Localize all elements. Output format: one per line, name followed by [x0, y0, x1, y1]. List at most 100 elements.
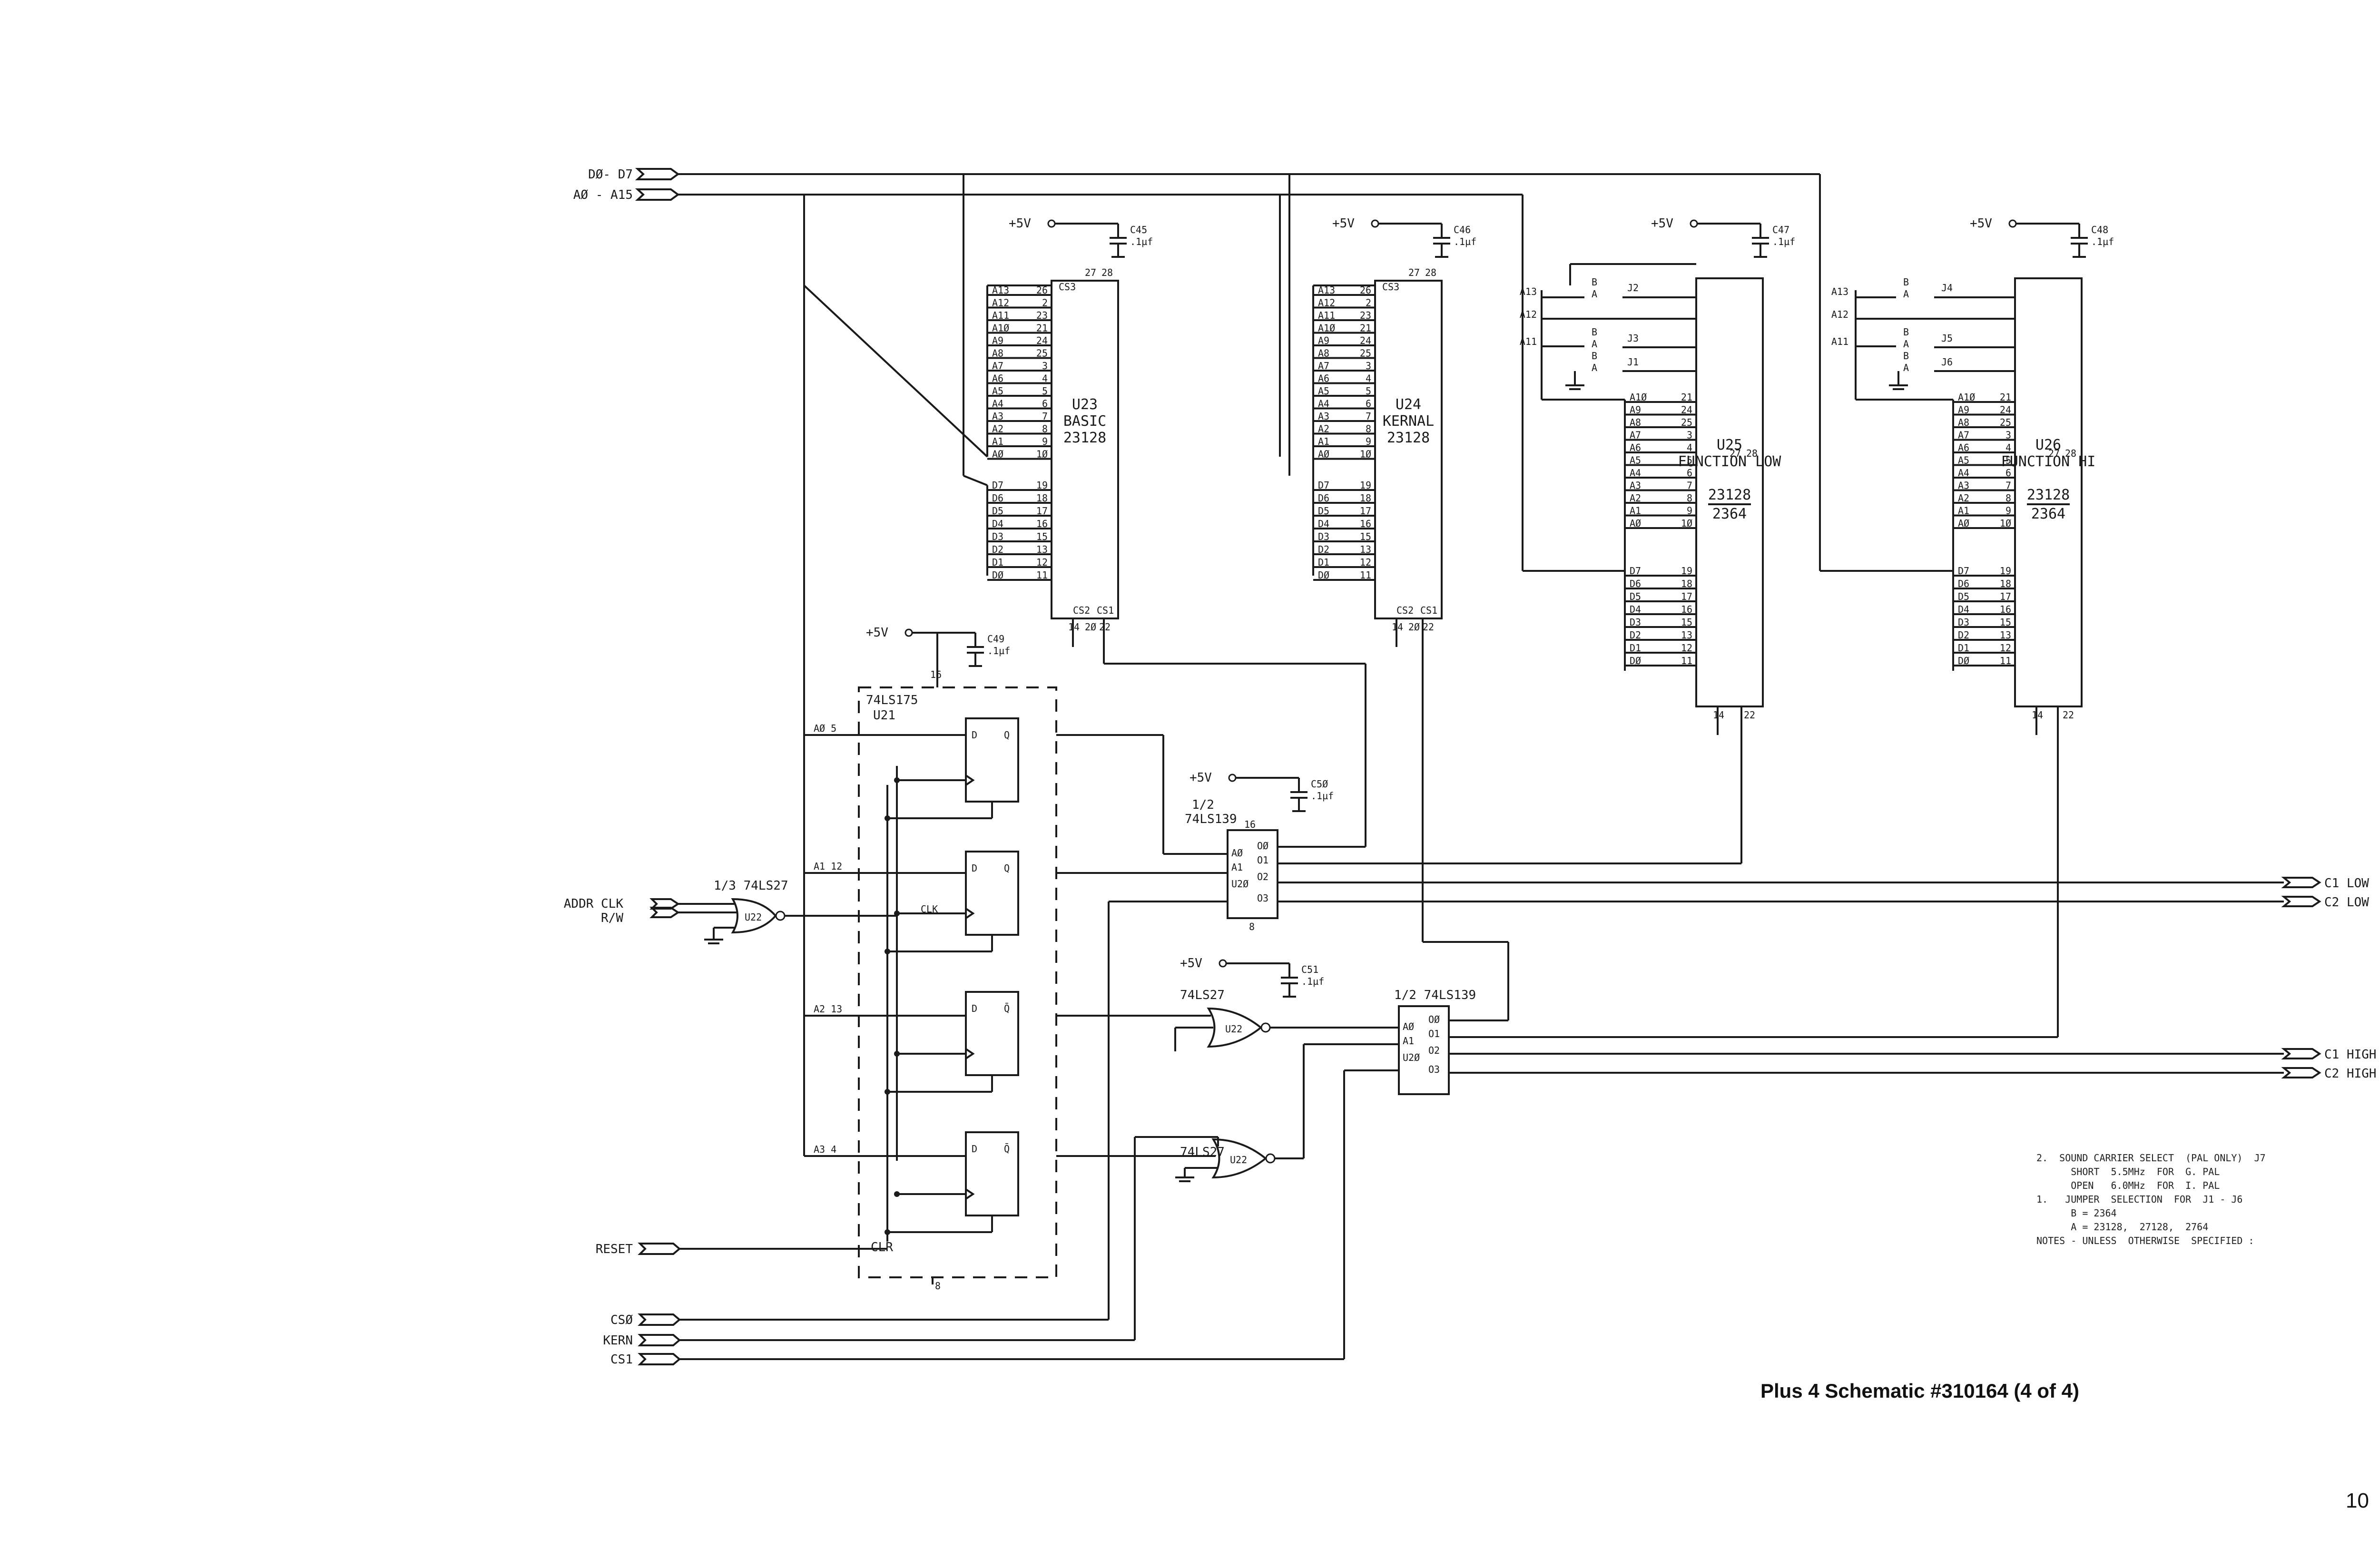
rom-addr-pin: 25	[1360, 348, 1371, 359]
u26-part: 23128	[2027, 487, 2070, 503]
u26-func: FUNCTION HI	[2001, 453, 2096, 470]
rom-data-sig: D2	[1630, 629, 1641, 641]
u20a-p8: 8	[1249, 921, 1255, 932]
rom-data-pin: 15	[2000, 617, 2011, 628]
rom-data-sig: D5	[1318, 505, 1329, 517]
c2-high-label: C2 HIGH	[2324, 1067, 2377, 1081]
u20a-o3: O3	[1257, 892, 1268, 904]
rom-addr-sig: A12	[992, 297, 1009, 309]
cap-value: .1µf	[1311, 790, 1334, 802]
rom-addr-sig: AØ	[992, 449, 1003, 460]
rom-data-sig: D4	[1318, 518, 1329, 529]
u21-in-a0: AØ 5	[814, 723, 836, 734]
rom-addr-sig: A2	[992, 423, 1003, 435]
rom-addr-sig: A5	[992, 385, 1003, 397]
power-label: +5V	[1970, 216, 1992, 231]
rom-addr-sig: A9	[1630, 404, 1641, 416]
cap-name: C47	[1772, 224, 1789, 235]
j2-a13-lbl: A13	[1831, 286, 1848, 297]
rom-addr-pin: 25	[2000, 417, 2011, 428]
rom-addr-pin: 4	[1042, 373, 1048, 384]
rom-data-pin: 17	[1036, 505, 1048, 517]
rom-addr-pin: 24	[2000, 404, 2011, 416]
rom-data-sig: D6	[992, 492, 1003, 504]
rom-data-pin: 13	[2000, 629, 2011, 641]
jumpers-u25: B A B A B A A13 A12 A11 J2 J3 J1	[1520, 263, 1696, 401]
j2-b3: B	[1903, 350, 1909, 362]
svg-text:D: D	[972, 1143, 977, 1155]
svg-text:Q: Q	[1004, 862, 1010, 874]
power-label: +5V	[1332, 216, 1355, 231]
svg-text:27: 27	[2048, 448, 2060, 459]
rom-addr-pin: 7	[1042, 411, 1048, 422]
rom-data-sig: D7	[1630, 565, 1641, 577]
power-label: +5V	[1651, 216, 1673, 231]
rom-addr-sig: AØ	[1630, 518, 1641, 529]
rom-addr-pin: 23	[1036, 310, 1048, 321]
svg-text:28: 28	[1425, 267, 1436, 278]
rom-data-sig: D5	[1958, 591, 1969, 602]
u23-cs1: CS1	[1097, 605, 1114, 616]
u21-in-a1: A1 12	[814, 861, 842, 872]
u21-part: 74LS175	[866, 693, 918, 707]
u20a-o1: O1	[1257, 854, 1268, 866]
rom-addr-pin: 3	[2005, 430, 2011, 441]
page-caption: Plus 4 Schematic #310164 (4 of 4)	[1760, 1380, 2080, 1402]
rom-addr-pin: 5	[1366, 385, 1371, 397]
rom-addr-pin: 5	[2005, 455, 2011, 466]
svg-text:14: 14	[2032, 709, 2043, 721]
rom-data-sig: D6	[1958, 578, 1969, 589]
rom-addr-sig: A7	[1318, 360, 1329, 372]
u24-cs2: CS2	[1396, 605, 1414, 616]
u23-part: 23128	[1063, 430, 1106, 446]
rom-addr-sig: A3	[1630, 480, 1641, 491]
rom-data-sig: DØ	[992, 569, 1003, 581]
u22-nor-gates: 74LS27 U22 74LS27 U22	[1056, 988, 1399, 1182]
rom-data-sig: D5	[992, 505, 1003, 517]
j2-a12-lbl: A12	[1831, 309, 1848, 320]
rom-addr-pin: 5	[1687, 455, 1692, 466]
j-a12-lbl: A12	[1520, 309, 1537, 320]
rom-addr-sig: A5	[1318, 385, 1329, 397]
rom-addr-sig: A6	[1630, 442, 1641, 453]
rom-addr-sig: A7	[1958, 430, 1969, 441]
rom-addr-pin: 7	[1687, 480, 1692, 491]
j4-label: J4	[1941, 282, 1953, 294]
u24-func: KERNAL	[1383, 413, 1434, 430]
rom-data-pin: 19	[1360, 480, 1371, 491]
rom-addr-pin: 21	[1360, 323, 1371, 334]
rom-data-sig: D5	[1630, 591, 1641, 602]
u20b-ref: U2Ø	[1403, 1052, 1420, 1063]
rom-data-pin: 15	[1360, 531, 1371, 542]
kern-label: KERN	[603, 1333, 633, 1348]
rom-addr-sig: A9	[1958, 404, 1969, 416]
u20a-p16: 16	[1244, 819, 1256, 830]
rom-data-pin: 12	[1360, 557, 1371, 568]
svg-text:27: 27	[1730, 448, 1741, 459]
rom-addr-sig: A3	[1318, 411, 1329, 422]
rom-data-pin: 13	[1360, 544, 1371, 555]
j2-a3: A	[1903, 362, 1909, 373]
cs1-label: CS1	[610, 1352, 633, 1367]
cs0-label: CSØ	[610, 1313, 633, 1327]
cap-value: .1µf	[1301, 976, 1324, 987]
rom-data-pin: 17	[1681, 591, 1692, 602]
rom-addr-pin: 7	[2005, 480, 2011, 491]
u20b-o2: O2	[1428, 1045, 1440, 1056]
svg-text:Q̄: Q̄	[1004, 1143, 1010, 1155]
svg-text:14: 14	[1068, 621, 1080, 633]
u20-decoder-high: 1/2 74LS139 AØ A1 U2Ø OØ O1 O2 O3	[1303, 618, 2284, 1158]
u23-ref: U23	[1072, 396, 1098, 413]
gate1-part: 74LS27	[1180, 988, 1225, 1002]
rom-u25-function-low: U25 FUNCTION LOW 23128 2364	[1624, 277, 1781, 707]
j3-label: J3	[1627, 333, 1639, 344]
cap-value: .1µf	[2091, 236, 2114, 247]
cap-value: .1µf	[1454, 236, 1476, 247]
rom-addr-sig: A1	[1318, 436, 1329, 447]
rom-data-pin: 12	[2000, 642, 2011, 654]
rom-addr-pin: 6	[1366, 398, 1371, 410]
rom-addr-sig: A6	[1318, 373, 1329, 384]
rom-data-sig: D2	[1958, 629, 1969, 641]
gate1-ref: U22	[1225, 1023, 1242, 1035]
